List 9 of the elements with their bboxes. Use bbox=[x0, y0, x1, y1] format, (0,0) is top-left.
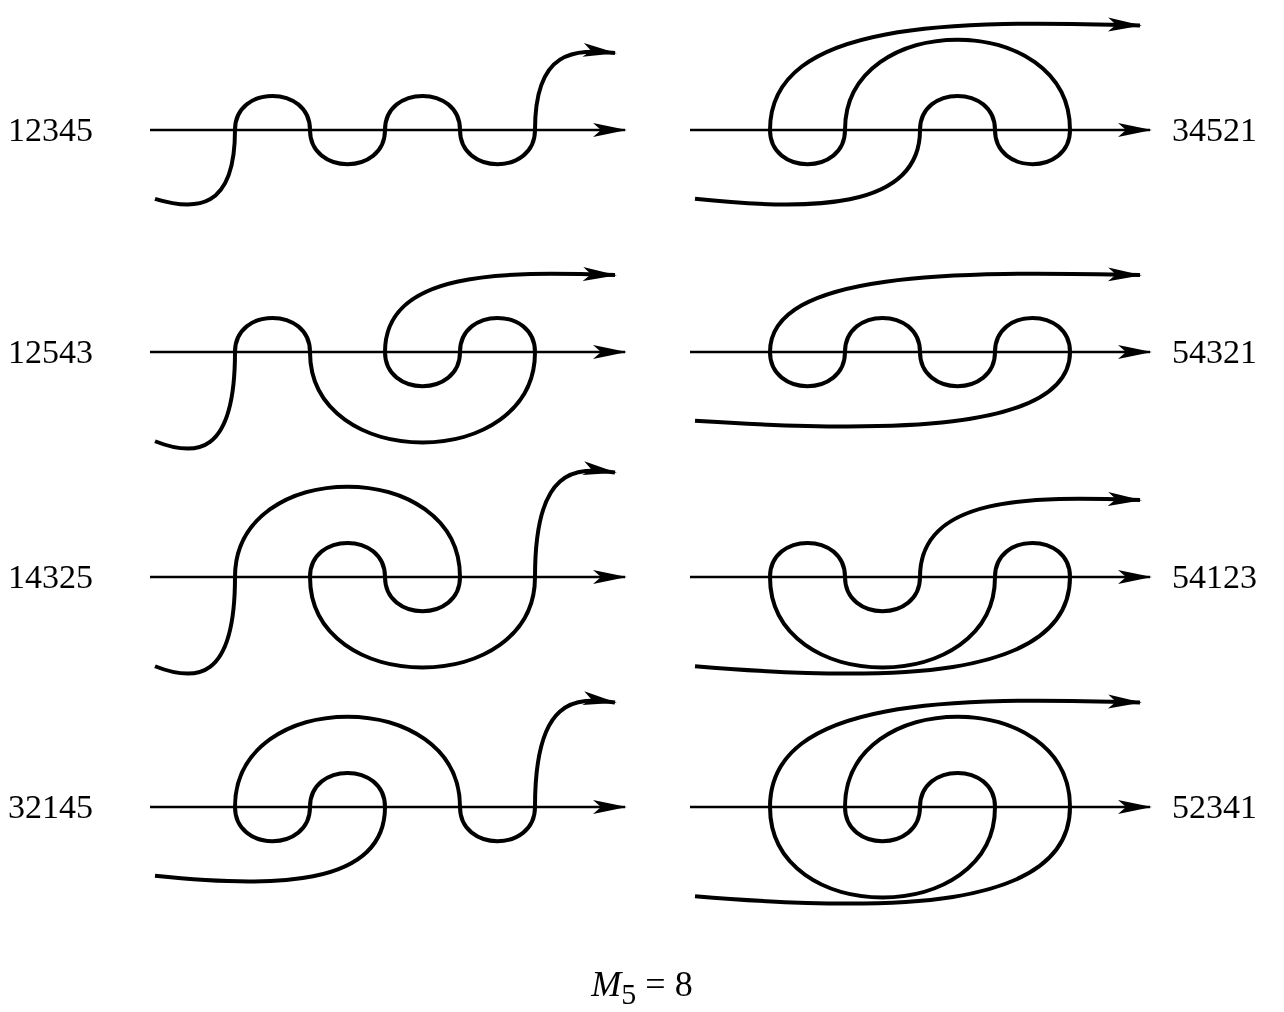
permutation-label: 54123 bbox=[1172, 557, 1257, 597]
permutation-label: 52341 bbox=[1172, 787, 1257, 827]
permutation-label: 12345 bbox=[8, 110, 93, 150]
permutation-label: 34521 bbox=[1172, 110, 1257, 150]
permutation-label: 32145 bbox=[8, 787, 93, 827]
permutation-label: 54321 bbox=[1172, 332, 1257, 372]
formula-caption: M$_{5}$ = 8 bbox=[591, 963, 693, 1012]
permutation-label: 14325 bbox=[8, 557, 93, 597]
permutation-label: 12543 bbox=[8, 332, 93, 372]
